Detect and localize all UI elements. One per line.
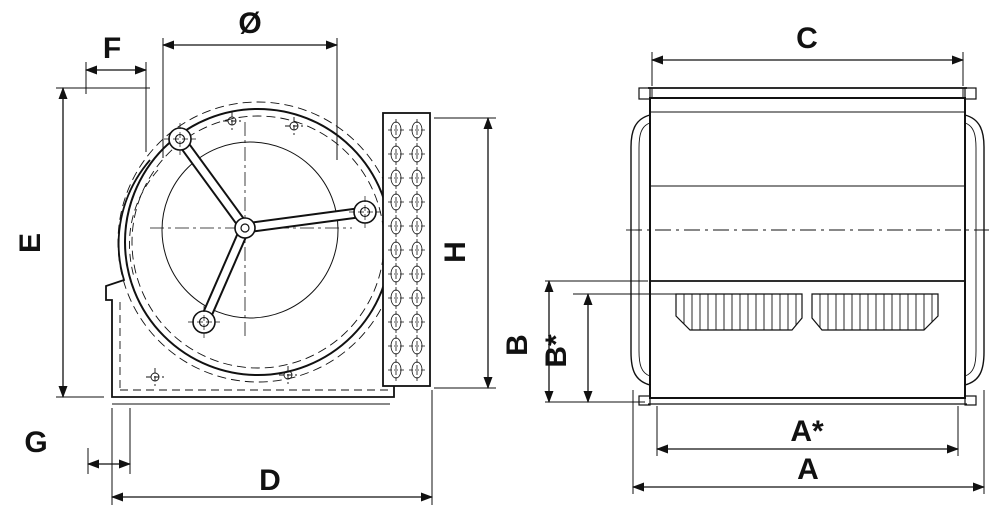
impeller-bolts [164, 123, 381, 338]
housing-fasteners [146, 112, 303, 386]
left-view-side: Ø F E G D H [14, 7, 496, 505]
dim-label-e: E [14, 233, 47, 253]
impeller-spider [164, 123, 381, 338]
mounting-flange [382, 112, 431, 387]
fan-body [626, 87, 989, 406]
inlet-circle [161, 141, 339, 319]
fan-scroll-housing [105, 101, 399, 405]
dim-label-diameter: Ø [238, 7, 261, 40]
flange-slots [388, 119, 425, 381]
dim-label-b-star: B* [540, 334, 573, 368]
left-inlet-ring [630, 114, 651, 386]
dim-label-g: G [24, 426, 47, 459]
dim-label-h: H [439, 241, 472, 263]
outlet-grille [675, 293, 939, 331]
dim-label-a-star: A* [790, 415, 824, 448]
left-view-dimensions: Ø F E G D H [14, 7, 496, 505]
volute-outline [105, 159, 395, 398]
right-view-front: C B B* A* A [501, 22, 989, 494]
right-inlet-ring [964, 114, 985, 386]
dim-label-c: C [796, 22, 818, 55]
hub [234, 217, 256, 239]
right-view-dimensions: C B B* A* A [501, 22, 985, 494]
dim-label-d: D [259, 464, 281, 497]
dim-label-a: A [797, 453, 819, 486]
dim-label-f: F [103, 32, 121, 65]
dim-label-b: B [501, 334, 534, 356]
